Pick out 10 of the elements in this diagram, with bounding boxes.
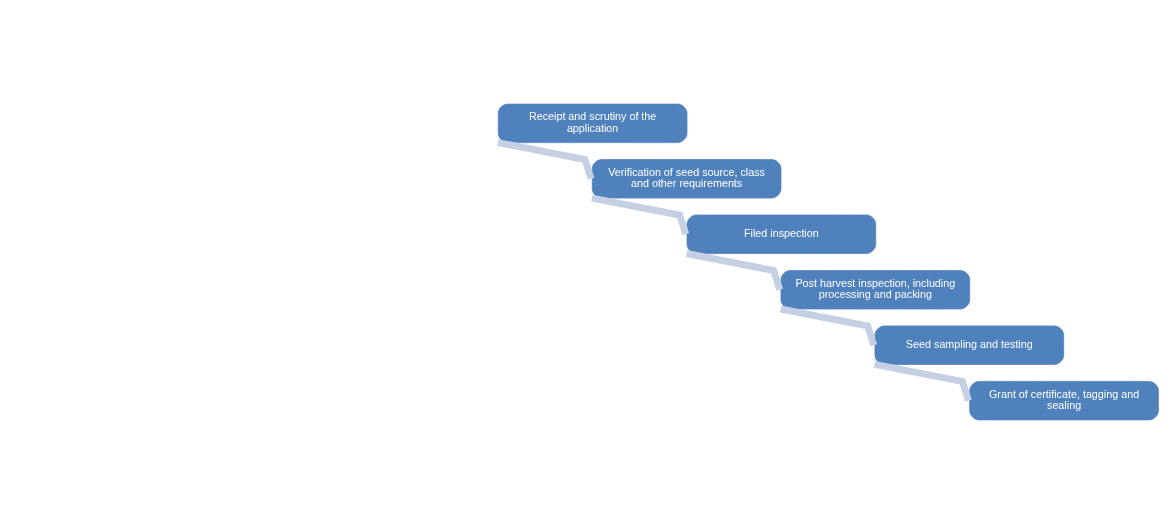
node-box: Verification of seed source, class and other requirements [591, 159, 782, 199]
connector [497, 139, 595, 180]
node-box: Post harvest inspection, including processing and packing [780, 270, 971, 310]
connector [591, 194, 690, 236]
connector [779, 305, 878, 347]
node-box: Filed inspection [686, 214, 877, 254]
node-box: Grant of certificate, tagging and sealing [969, 381, 1159, 421]
connector [685, 250, 784, 291]
node-box: Receipt and scrutiny of the application [497, 103, 688, 143]
node-box: Seed sampling and testing [874, 325, 1065, 365]
